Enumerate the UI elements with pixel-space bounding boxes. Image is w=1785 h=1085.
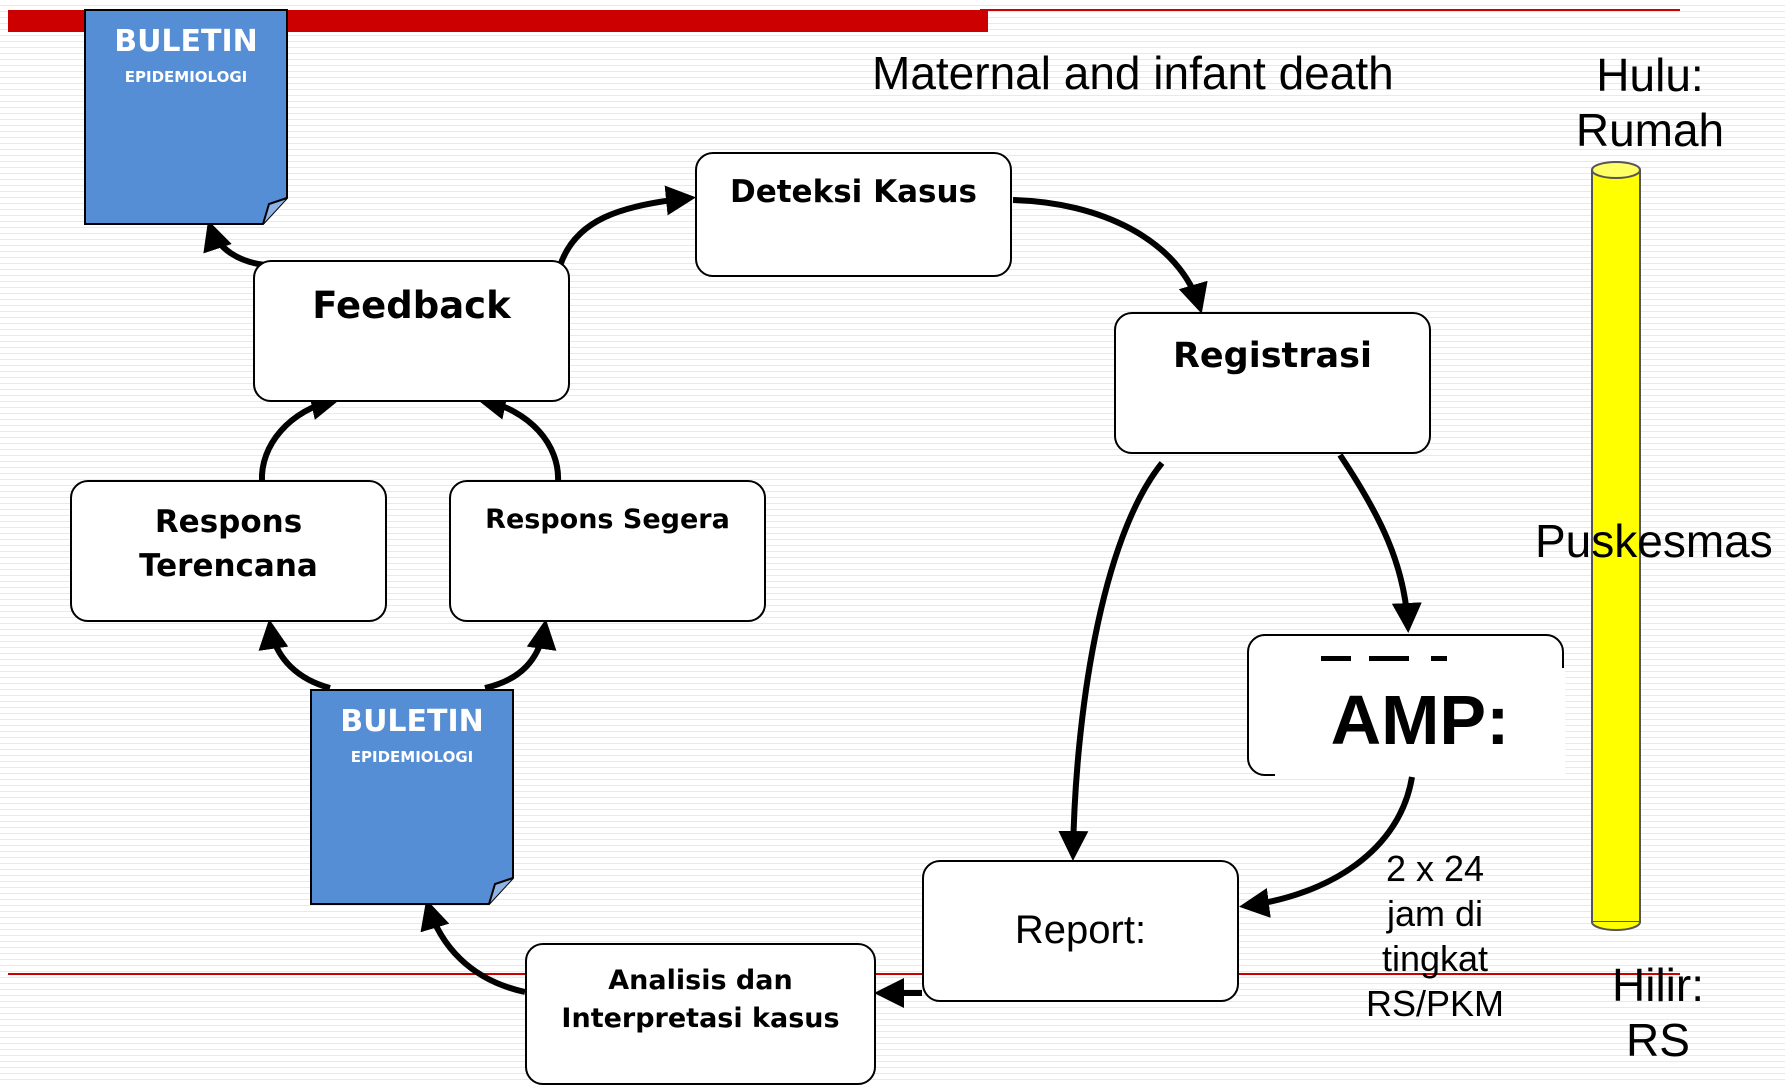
node-report-label: Report: [1014,908,1147,952]
node-feedback-label: Feedback [312,284,511,327]
arrow-deteksi-to-registrasi [1012,197,1208,314]
arrow-registrasi-to-konfirmasi [1337,453,1422,633]
arrow-bulletin-to-respons-segera [484,619,557,691]
hulu-hilir-pipe [1591,161,1641,931]
node-analisis-label-2: Interpretasi kasus [561,1003,840,1034]
bulletin-mid-title: BULETIN [340,704,484,739]
node-deteksi-kasus-label: Deteksi Kasus [729,174,977,210]
timing-label: 2 x 24 jam di tingkat RS/PKM [1355,846,1515,1026]
konfirmasi-partial-text [1321,656,1471,668]
node-feedback: Feedback [253,260,570,402]
hulu-line-2: Rumah [1575,104,1725,156]
arrow-feedback-to-bulletin-top [203,220,266,268]
top-thin-rule [980,9,1680,11]
timing-line-2: jam di [1386,893,1484,934]
timing-line-1: 2 x 24 [1385,848,1485,889]
bulletin-top: BULETIN EPIDEMIOLOGI [83,8,289,226]
node-respons-segera-label: Respons Segera [485,504,730,535]
bulletin-mid-shape [310,689,514,905]
hulu-label: Hulu: Rumah [1560,48,1740,158]
timing-line-3: tingkat [1381,938,1489,979]
hulu-line-1: Hulu: [1596,49,1704,101]
arrow-respons-segera-to-feedback [476,390,562,483]
bulletin-mid-subtitle: EPIDEMIOLOGI [350,748,474,766]
node-analisis-label-1: Analisis dan [608,965,793,996]
bulletin-top-title: BULETIN [114,24,258,59]
node-report-cover [956,882,1196,974]
bulletin-top-subtitle: EPIDEMIOLOGI [124,68,248,86]
amp-label: AMP: [1330,681,1510,759]
diagram-title: Maternal and infant death [872,47,1394,99]
arrow-bulletin-to-respons-terencana [258,619,331,691]
arrow-konfirmasi-to-report [1239,776,1415,918]
node-analisis-interpretasi: Analisis dan Interpretasi kasus [525,943,876,1085]
node-registrasi: Registrasi [1114,312,1431,454]
node-deteksi-kasus: Deteksi Kasus [695,152,1012,277]
node-registrasi-label: Registrasi [1172,336,1372,376]
arrow-respons-terencana-to-feedback [258,390,341,483]
node-respons-terencana-label-1: Respons [154,504,303,540]
bulletin-mid: BULETIN EPIDEMIOLOGI [309,688,515,906]
node-respons-terencana: Respons Terencana [70,480,387,622]
arrow-feedback-to-deteksi [557,185,696,267]
node-respons-terencana-label-2: Terencana [139,548,318,584]
node-report: Report: [922,860,1239,1002]
hilir-line-2: RS [1626,1014,1690,1066]
hilir-label: Hilir: RS [1568,958,1748,1068]
bulletin-top-shape [84,9,288,225]
timing-line-4: RS/PKM [1365,983,1505,1024]
node-respons-segera: Respons Segera [449,480,766,622]
arrow-registrasi-to-report [1058,461,1165,861]
puskesmas-label: Puskesmas [1535,515,1773,567]
amp-label-cover [1275,668,1565,776]
hilir-line-1: Hilir: [1612,959,1704,1011]
arrow-analisis-to-bulletin-mid [420,899,526,995]
